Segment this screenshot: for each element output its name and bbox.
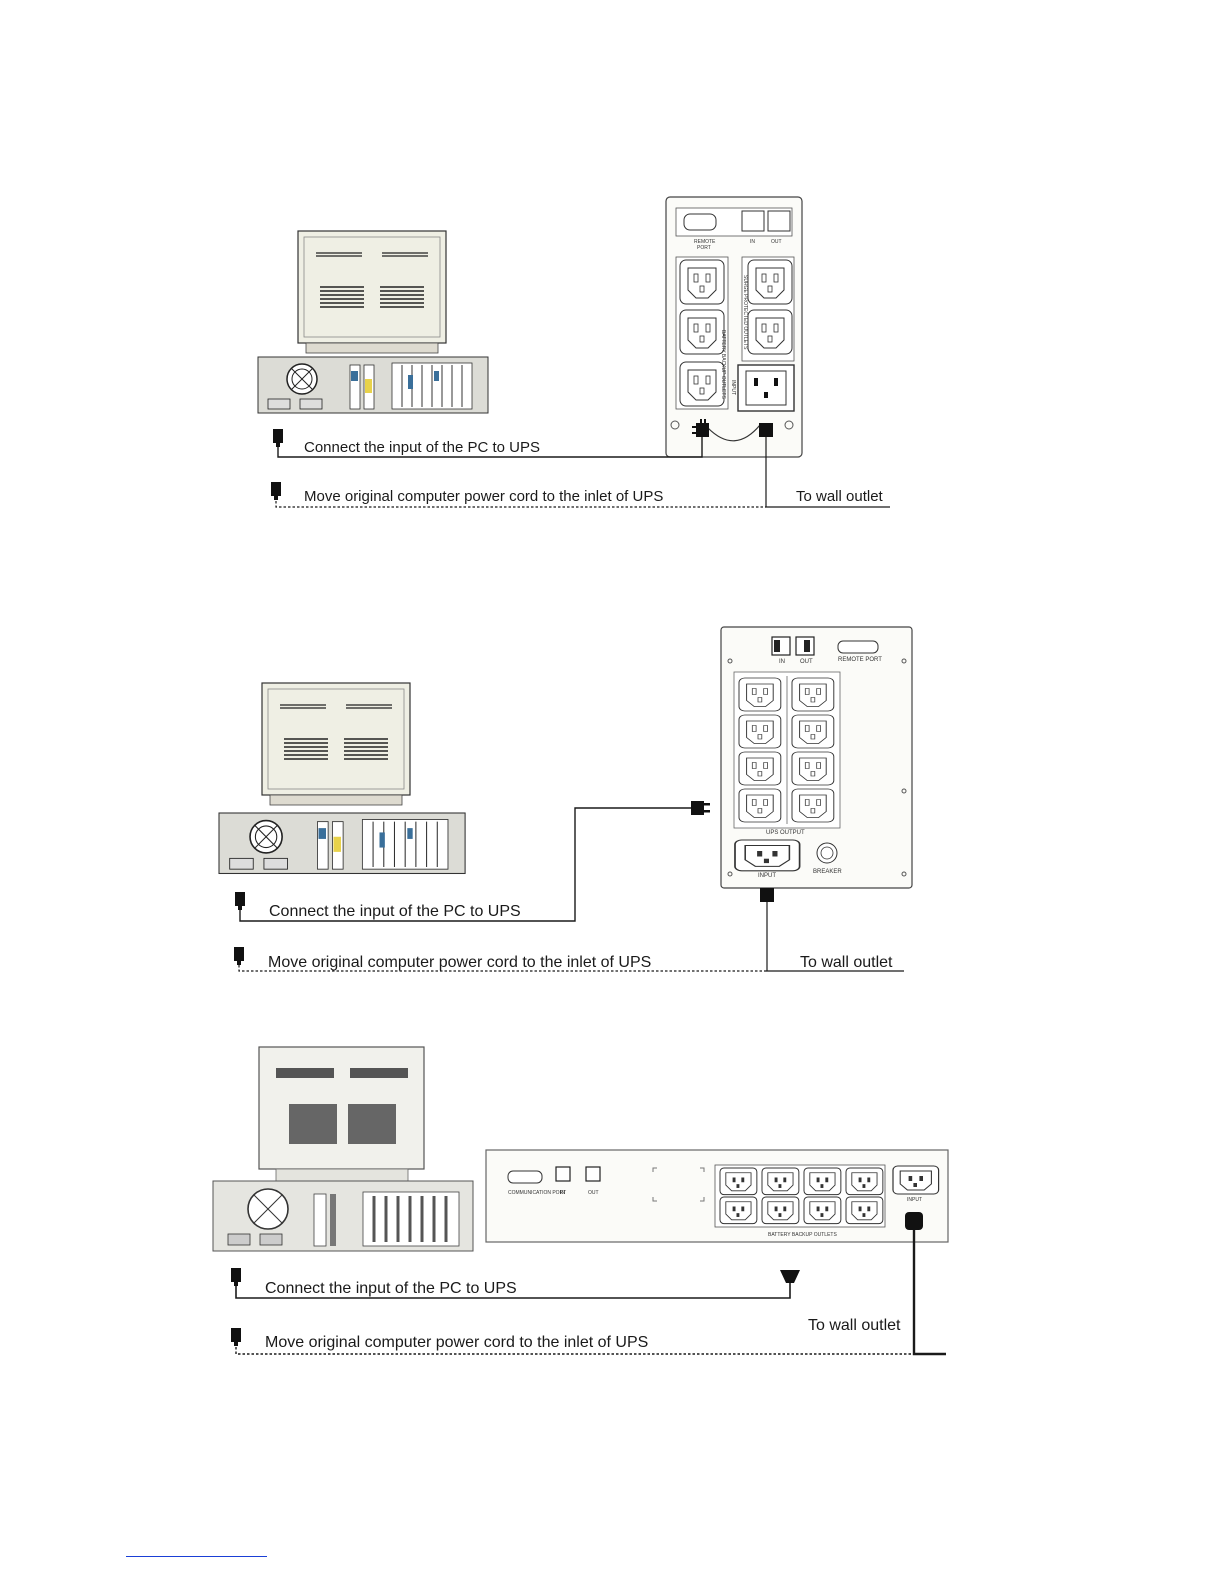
label-wall-outlet-3: To wall outlet	[808, 1317, 901, 1334]
ups-tower-2: IN OUT REMOTE PORT UPS OUTPUT INPUT BREA…	[721, 627, 912, 888]
ups-tower-1: REMOTE PORT IN OUT BATTERY BACKUP OUTLET…	[666, 197, 802, 457]
ups-rack-3: COMMUNICATION PORT IN OUT BATTERY BACKUP…	[486, 1150, 948, 1242]
ups1-surge-outlets-label: SURGE PROTECTED OUTLETS	[742, 275, 748, 350]
ups3-battery-outlets-label: BATTERY BACKUP OUTLETS	[768, 1232, 837, 1238]
ups3-port-label-out: OUT	[588, 1190, 599, 1196]
label-wall-outlet-1: To wall outlet	[796, 488, 884, 505]
label-move-cord-3: Move original computer power cord to the…	[265, 1334, 648, 1351]
ups3-port-label-in: IN	[560, 1190, 565, 1196]
plug-end-icon	[231, 1268, 241, 1286]
pc-case-2	[219, 813, 465, 873]
ups1-port-label-out: OUT	[771, 239, 782, 245]
diagram-3: COMMUNICATION PORT IN OUT BATTERY BACKUP…	[213, 1047, 948, 1354]
pc-case-3	[213, 1181, 473, 1251]
diagram-2: IN OUT REMOTE PORT UPS OUTPUT INPUT BREA…	[219, 627, 912, 971]
plug-end-icon	[273, 429, 283, 447]
ups1-port-label-in: IN	[750, 239, 755, 245]
ups1-input-label: INPUT	[730, 380, 736, 395]
label-connect-pc-3: Connect the input of the PC to UPS	[265, 1280, 517, 1297]
monitor-3	[259, 1047, 424, 1181]
footer-link-underline	[126, 1556, 267, 1557]
ups1-battery-outlets-label: BATTERY BACKUP OUTLETS	[720, 330, 726, 399]
male-plug-icon	[691, 801, 710, 815]
ups2-port-label-out: OUT	[800, 659, 813, 665]
ups2-input-label: INPUT	[758, 873, 776, 879]
plug-end-icon	[231, 1328, 241, 1346]
ups2-port-label-in: IN	[779, 659, 785, 665]
label-connect-pc-2: Connect the input of the PC to UPS	[269, 903, 521, 920]
label-wall-outlet-2: To wall outlet	[800, 954, 893, 971]
monitor-1	[298, 231, 446, 353]
diagram-1: REMOTE PORT IN OUT BATTERY BACKUP OUTLET…	[258, 197, 890, 507]
ups-inlet-plug-icon	[760, 888, 774, 902]
plug-end-icon	[235, 892, 245, 910]
pc-case-1	[258, 357, 488, 413]
ups3-comm-port-label: COMMUNICATION PORT	[508, 1190, 566, 1196]
label-connect-pc-1: Connect the input of the PC to UPS	[304, 439, 540, 456]
ups2-port-label-remote: REMOTE PORT	[838, 657, 882, 663]
ups-inlet-plug-icon	[759, 423, 773, 437]
ups2-breaker-label: BREAKER	[813, 869, 842, 875]
monitor-2	[262, 683, 410, 805]
label-move-cord-1: Move original computer power cord to the…	[304, 488, 663, 505]
male-plug-icon	[780, 1270, 800, 1283]
ups3-input-label: INPUT	[907, 1197, 922, 1203]
plug-end-icon	[271, 482, 281, 500]
ups-inlet-plug-icon	[905, 1212, 923, 1230]
plug-end-icon	[234, 947, 244, 965]
label-move-cord-2: Move original computer power cord to the…	[268, 954, 651, 971]
ups1-port-label-port: PORT	[697, 245, 711, 251]
ups2-output-label: UPS OUTPUT	[766, 830, 805, 836]
